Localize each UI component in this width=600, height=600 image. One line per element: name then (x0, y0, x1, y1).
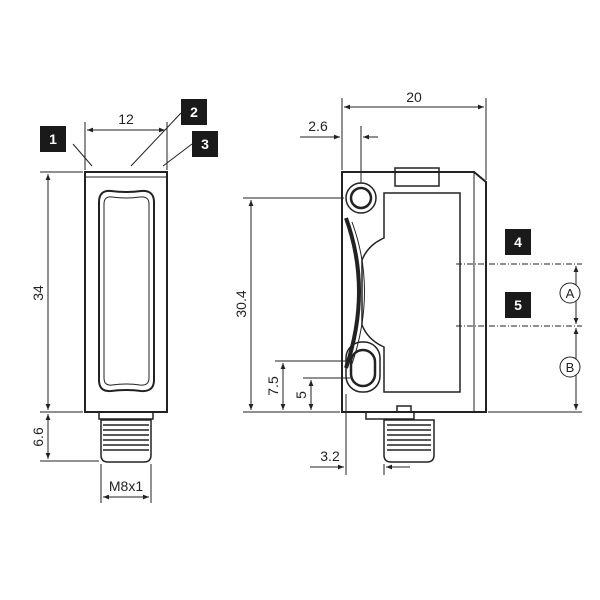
svg-text:2: 2 (190, 104, 198, 120)
svg-text:1: 1 (49, 131, 57, 147)
callout-2: 2 (181, 99, 207, 125)
svg-text:A: A (566, 286, 575, 301)
front-lens-window (98, 189, 155, 393)
callout-5: 5 (505, 292, 531, 318)
upper-mount-hole (345, 182, 377, 214)
front-connector (98, 411, 154, 463)
dim-thread: M8x1 (109, 478, 143, 494)
side-inner-frame (361, 192, 461, 393)
dim-lens-offset: 2.6 (308, 118, 328, 134)
dim-hole-upper: 7.5 (265, 376, 281, 396)
side-dimensions (243, 98, 582, 475)
dim-connector-offset: 3.2 (320, 448, 340, 464)
callout-3: 3 (192, 131, 218, 157)
svg-text:4: 4 (514, 234, 522, 250)
svg-text:5: 5 (514, 297, 522, 313)
side-body (341, 171, 487, 413)
dim-hole-lower: 5 (293, 391, 309, 399)
svg-text:3: 3 (201, 136, 209, 152)
dim-side-width: 20 (406, 89, 422, 105)
front-view (84, 171, 168, 463)
side-connector (365, 405, 435, 463)
front-dimensions (40, 112, 193, 503)
callout-4: 4 (505, 229, 531, 255)
zone-a-marker: A (559, 282, 581, 304)
dim-front-width: 12 (118, 111, 134, 127)
dim-hole-spacing: 30.4 (233, 290, 249, 317)
zone-b-marker: B (559, 356, 581, 378)
dim-connector-length: 6.6 (30, 427, 46, 447)
callout-1: 1 (40, 126, 66, 152)
side-top-tab (394, 167, 440, 187)
svg-text:B: B (566, 360, 575, 375)
lower-mount-slot (345, 341, 381, 393)
dim-front-height: 34 (30, 285, 46, 301)
side-view (341, 167, 487, 463)
side-lens-curve (344, 217, 361, 369)
